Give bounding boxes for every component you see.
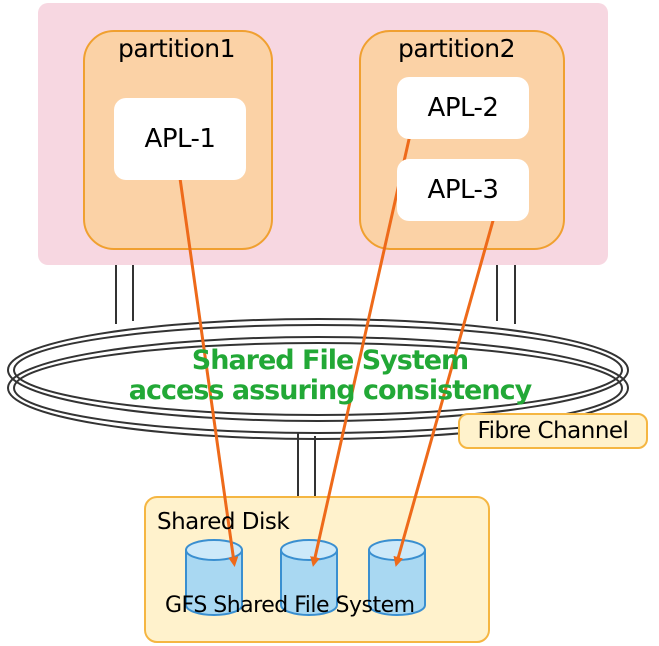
- shared-disk-title: Shared Disk: [157, 509, 290, 535]
- disk-connectors: [297, 433, 316, 497]
- arrow-apl3-to-disk: [393, 205, 500, 567]
- partition1-title: partition1: [118, 34, 236, 63]
- apl-1-box: APL-1: [114, 98, 246, 180]
- apl-2-box: APL-2: [397, 77, 529, 139]
- network-caption-line1: Shared File System: [191, 345, 469, 376]
- fibre-channel-label: Fibre Channel: [458, 413, 648, 449]
- gfs-filesystem-label: GFS Shared File System: [165, 593, 415, 618]
- partition2-title: partition2: [398, 34, 516, 63]
- arrow-apl1-to-disk: [173, 159, 239, 567]
- server-connectors: [115, 265, 516, 324]
- apl-3-box: APL-3: [397, 159, 529, 221]
- network-caption-line2: access assuring consistency: [128, 375, 532, 406]
